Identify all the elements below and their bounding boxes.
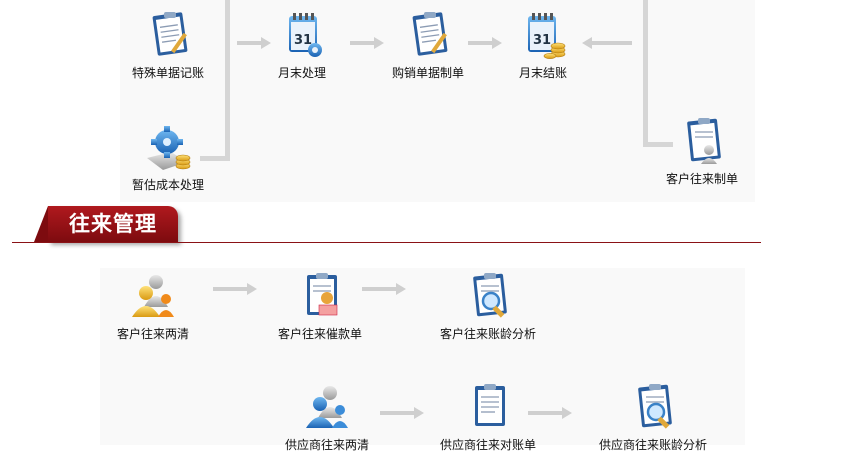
flow-connector <box>200 156 230 161</box>
node-label: 月末结账 <box>518 66 567 80</box>
node-supplier-statement[interactable]: 供应商往来对账单 <box>433 382 543 453</box>
flow-arrow <box>468 37 502 49</box>
node-customer-voucher[interactable]: 客户往来制单 <box>647 116 757 187</box>
clipboard-user-icon <box>687 118 721 164</box>
svg-text:31: 31 <box>533 33 551 48</box>
clipboard-search-icon <box>638 384 672 429</box>
node-label: 客户往来催款单 <box>277 327 362 341</box>
flow-connector <box>643 0 648 146</box>
node-special-voucher-posting[interactable]: 特殊单据记账 <box>113 10 223 81</box>
section-title-ar-ap-management: 往来管理 <box>34 206 178 242</box>
flow-connector <box>225 0 230 160</box>
svg-text:31: 31 <box>294 33 312 48</box>
node-estimated-cost-processing[interactable]: 暂估成本处理 <box>113 122 223 193</box>
flow-arrow <box>213 283 257 295</box>
users-icon <box>132 275 174 317</box>
clipboard-icon <box>307 273 338 316</box>
node-supplier-aging-analysis[interactable]: 供应商往来账龄分析 <box>598 382 708 453</box>
node-supplier-clearing[interactable]: 供应商往来两清 <box>272 382 382 453</box>
node-label: 特殊单据记账 <box>131 66 204 80</box>
node-month-end-processing[interactable]: 31 月末处理 <box>247 10 357 81</box>
node-label: 购销单据制单 <box>391 66 464 80</box>
node-purchase-sales-voucher[interactable]: 购销单据制单 <box>373 10 483 81</box>
node-label: 客户往来两清 <box>116 327 189 341</box>
clipboard-icon <box>412 12 448 56</box>
users-icon <box>306 386 348 428</box>
section-divider <box>12 242 761 243</box>
clipboard-icon <box>475 384 505 426</box>
flow-arrow <box>362 283 406 295</box>
flow-arrow <box>237 37 271 49</box>
clipboard-icon <box>152 12 188 56</box>
flow-arrow <box>528 407 572 419</box>
node-label: 客户往来账龄分析 <box>439 327 536 341</box>
node-customer-aging-analysis[interactable]: 客户往来账龄分析 <box>433 271 543 342</box>
flow-arrow <box>380 407 424 419</box>
flow-arrow <box>350 37 384 49</box>
node-customer-clearing[interactable]: 客户往来两清 <box>98 271 208 342</box>
node-label: 客户往来制单 <box>665 172 738 186</box>
node-label: 月末处理 <box>277 66 326 80</box>
calendar-icon: 31 <box>289 13 322 57</box>
flow-arrow <box>582 37 632 49</box>
gear-coins-icon <box>147 126 191 170</box>
calendar-coins-icon: 31 <box>528 13 566 59</box>
node-customer-dunning-letter[interactable]: 客户往来催款单 <box>265 271 375 342</box>
clipboard-search-icon <box>473 273 507 318</box>
bottom-flow-panel <box>100 268 745 445</box>
node-label: 暂估成本处理 <box>131 178 204 192</box>
node-month-end-closing[interactable]: 31 月末结账 <box>488 10 598 81</box>
flow-connector <box>643 142 673 147</box>
